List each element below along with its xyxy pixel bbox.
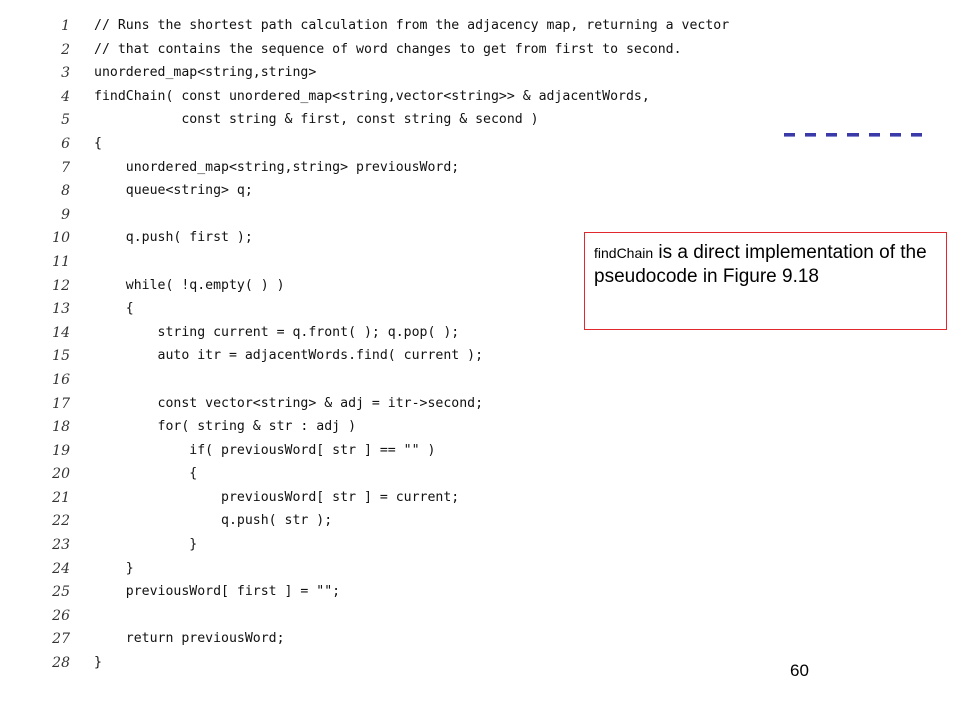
code-line: 12 while( !q.empty( ) ) [0,276,800,300]
dash-segment [826,133,838,137]
line-number: 22 [52,513,70,530]
line-code-text: for( string & str : adj ) [94,419,357,435]
line-code-text: } [94,655,102,671]
dashed-rule [784,133,922,139]
code-line: 20 { [0,464,800,488]
line-code-text: { [94,301,134,317]
line-code-text: previousWord[ first ] = ""; [94,584,341,600]
code-line: 4 findChain( const unordered_map<string,v… [0,87,800,111]
line-code-text: // Runs the shortest path calculation fr… [94,18,730,33]
code-line: 21 previousWord[ str ] = current; [0,488,800,512]
code-line: 5 const string & first, const string & s… [0,110,800,134]
line-number: 17 [52,395,70,412]
code-line: 25 previousWord[ first ] = ""; [0,582,800,606]
line-number: 9 [61,206,70,223]
line-number: 10 [52,230,70,247]
note-function-name: findChain [594,245,654,261]
code-line: 8 queue<string> q; [0,181,800,205]
dash-segment [847,133,859,137]
code-line: 24 } [0,559,800,583]
code-line: 3 unordered_map<string,string> [0,63,800,87]
code-line: 2 // that contains the sequence of word c… [0,40,800,64]
line-number: 8 [61,183,70,200]
line-number: 15 [52,348,70,365]
line-number: 23 [52,537,70,554]
line-number: 6 [61,135,70,152]
line-number: 16 [52,371,70,388]
code-line: 10 q.push( first ); [0,228,800,252]
line-code-text: unordered_map<string,string> previousWor… [94,159,460,175]
line-code-text: const vector<string> & adj = itr->second… [94,395,484,411]
code-line: 14 string current = q.front( ); q.pop( )… [0,323,800,347]
line-code-text: { [94,466,198,482]
code-line: 16 [0,370,800,394]
line-code-text: q.push( first ); [94,230,253,246]
line-number: 11 [52,253,70,270]
code-line: 26 [0,606,800,630]
line-number: 19 [52,442,70,459]
line-number: 2 [61,41,70,58]
code-line: 19 if( previousWord[ str ] == "" ) [0,441,800,465]
dash-segment [910,133,922,137]
line-code-text: if( previousWord[ str ] == "" ) [94,442,436,458]
dash-segment [805,133,817,137]
line-code-text: { [94,135,102,151]
line-number: 26 [52,607,70,624]
code-line: 13 { [0,299,800,323]
line-number: 3 [61,65,70,82]
line-code-text: q.push( str ); [94,513,333,529]
line-number: 5 [61,112,70,129]
page-number: 60 [790,661,809,680]
line-number: 12 [52,277,70,294]
line-number: 7 [61,159,70,176]
code-line: 17 const vector<string> & adj = itr->sec… [0,394,800,418]
code-line: 23 } [0,535,800,559]
line-code-text: while( !q.empty( ) ) [94,277,285,293]
line-number: 27 [52,631,70,648]
note-text: is a direct implementation of the pseudo… [594,242,927,287]
line-code-text: unordered_map<string,string> [94,65,317,81]
line-number: 14 [52,324,70,341]
code-line: 28} [0,653,800,677]
code-line: 11 [0,252,800,276]
line-code-text: findChain( const unordered_map<string,ve… [94,88,650,104]
line-number: 18 [52,419,70,436]
line-code-text: previousWord[ str ] = current; [94,489,460,505]
code-line: 22 q.push( str ); [0,511,800,535]
code-line: 27 return previousWord; [0,629,800,653]
line-code-text: auto itr = adjacentWords.find( current )… [94,348,484,364]
code-line: 1 // Runs the shortest path calculation f… [0,16,800,40]
dash-segment [784,133,796,137]
code-line: 15 auto itr = adjacentWords.find( curren… [0,346,800,370]
code-line: 18 for( string & str : adj ) [0,417,800,441]
line-code-text: } [94,537,198,553]
line-number: 21 [52,489,70,506]
line-number: 24 [52,560,70,577]
line-code-text: return previousWord; [94,631,285,647]
annotation-note-box: findChain is a direct implementation of … [584,232,947,330]
code-listing: 1 // Runs the shortest path calculation f… [0,16,800,677]
line-code-text: queue<string> q; [94,183,253,199]
code-line: 9 [0,205,800,229]
line-number: 1 [61,18,70,34]
line-code-text: const string & first, const string & sec… [94,112,539,128]
line-code-text: // that contains the sequence of word ch… [94,41,682,57]
line-number: 13 [52,301,70,318]
line-number: 20 [52,466,70,483]
line-number: 25 [52,584,70,601]
line-code-text: } [94,560,134,576]
code-line: 6{ [0,134,800,158]
line-number: 4 [61,88,70,105]
line-code-text: string current = q.front( ); q.pop( ); [94,324,460,340]
dash-segment [868,133,880,137]
code-line: 7 unordered_map<string,string> previousW… [0,158,800,182]
line-number: 28 [52,655,70,672]
dash-segment [889,133,901,137]
